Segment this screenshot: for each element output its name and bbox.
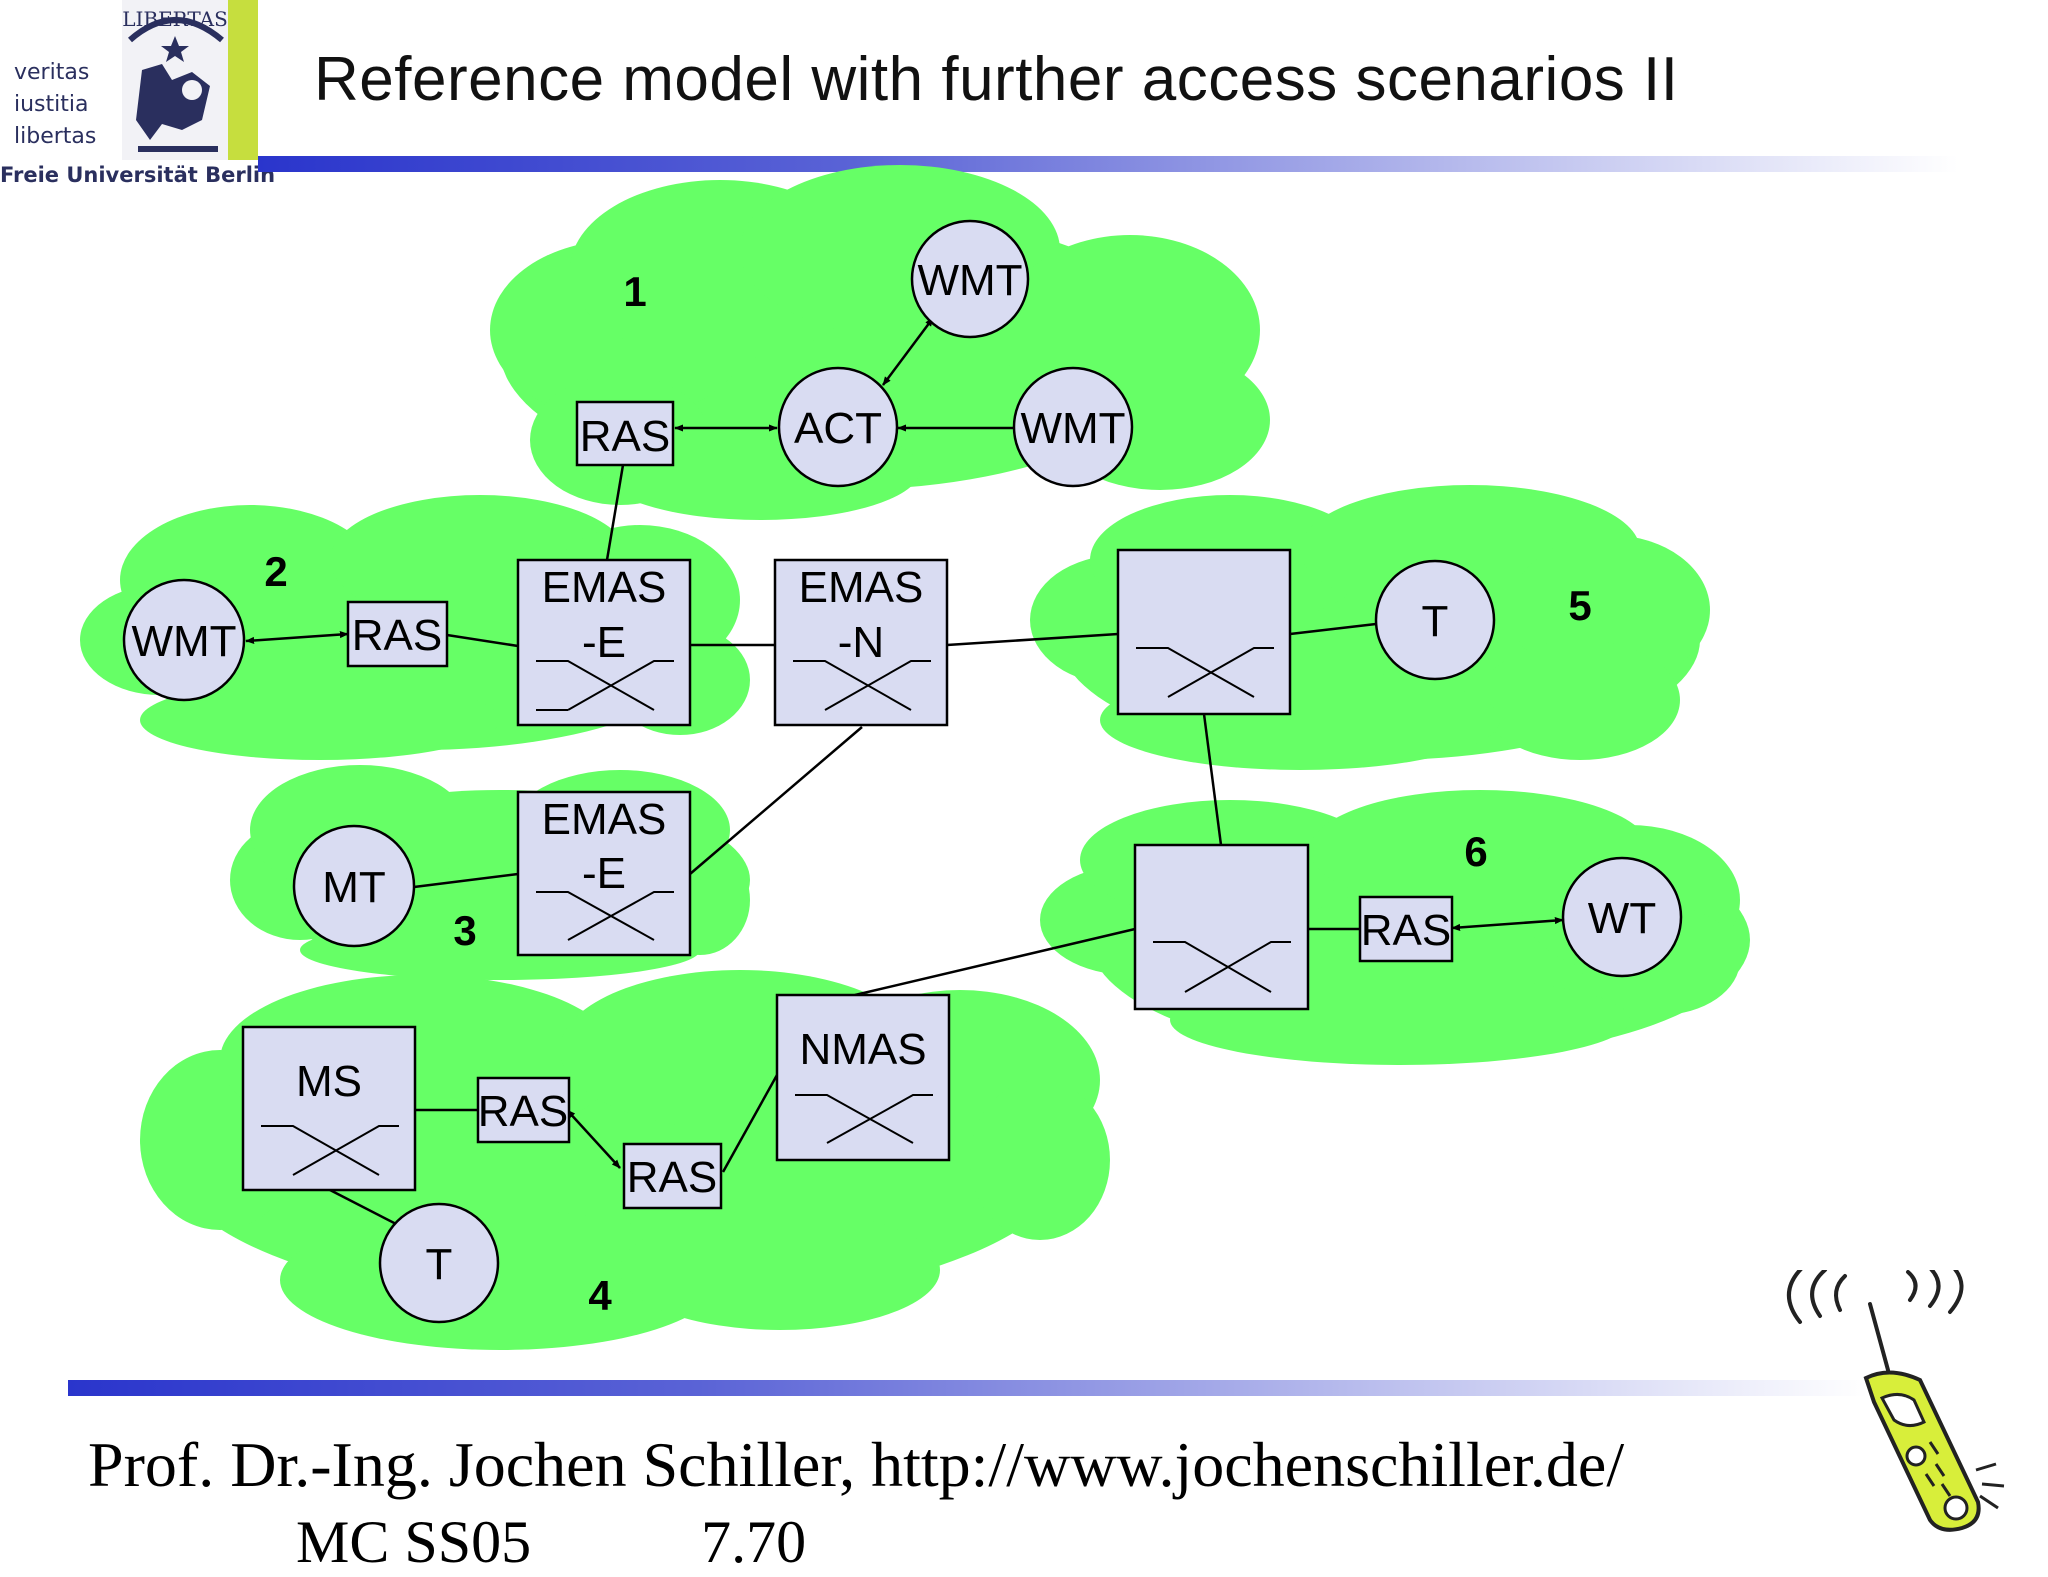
ras-label: RAS — [1361, 906, 1451, 955]
switch-label-top: EMAS — [542, 795, 667, 844]
switch-cross-icon — [1153, 941, 1291, 993]
scenario-number-4: 4 — [588, 1272, 612, 1319]
logo-green-bar — [228, 0, 258, 160]
link-sw5-sw6 — [1202, 713, 1223, 846]
link-wmt-ras2 — [245, 630, 349, 645]
ras-label: RAS — [627, 1153, 717, 1202]
switch-cross-icon — [795, 1094, 933, 1144]
footer-page-number: 7.70 — [701, 1509, 807, 1575]
scenario-numbers: 1 2 3 4 5 6 — [264, 268, 1591, 1319]
switch-label-top: NMAS — [799, 1025, 926, 1074]
switch-label-top: MS — [296, 1057, 362, 1106]
switches: EMAS -E EMAS -N EMAS -E MS NMAS — [241, 548, 1310, 1192]
top-rule — [258, 156, 1958, 172]
link-ras1-emas-e — [605, 464, 625, 561]
footer-course: MC SS05 — [296, 1509, 532, 1575]
footer-author: Prof. Dr.-Ing. Jochen Schiller, http://w… — [88, 1429, 1625, 1500]
switch-emas-e-2: EMAS -E — [516, 558, 692, 727]
logo-word-veritas: veritas — [14, 60, 90, 85]
reference-model-diagram: EMAS -E EMAS -N EMAS -E MS NMAS — [80, 165, 1750, 1350]
node-t-5: T — [1374, 559, 1496, 681]
switch-emas-n: EMAS -N — [773, 558, 949, 727]
node-label: WMT — [131, 617, 236, 666]
switch-nmas: NMAS — [775, 993, 951, 1162]
ras-box-4a: RAS — [476, 1076, 571, 1144]
node-mt: MT — [292, 824, 416, 948]
link-act-wmt-top — [881, 317, 935, 386]
scenario-number-5: 5 — [1568, 582, 1591, 629]
switch-emas-e-3: EMAS -E — [516, 790, 692, 957]
node-label: WMT — [1020, 404, 1125, 453]
node-label: T — [1422, 597, 1449, 646]
ras-label: RAS — [580, 412, 670, 461]
switch-label-bottom: -E — [582, 849, 626, 898]
ras-label: RAS — [478, 1087, 568, 1136]
slide-title: Reference model with further access scen… — [314, 45, 1679, 114]
ras-label: RAS — [352, 611, 442, 660]
switch-5 — [1116, 548, 1292, 716]
scenario-number-6: 6 — [1464, 828, 1487, 875]
ras-box-4b: RAS — [622, 1142, 723, 1210]
link-sw6-nmas — [854, 927, 1136, 997]
node-label: ACT — [794, 404, 882, 453]
logo-university-name: Freie Universität Berlin — [0, 163, 276, 187]
switch-label-bottom: -N — [838, 618, 884, 667]
node-label: WMT — [917, 256, 1022, 305]
ras-box-1: RAS — [575, 400, 675, 467]
seal-icon: LIBERTAS — [122, 0, 228, 160]
node-label: MT — [322, 863, 386, 912]
link-ms-t — [329, 1188, 401, 1228]
switch-label-top: EMAS — [542, 563, 667, 612]
mobile-phone-icon — [1786, 1270, 2005, 1532]
node-wmt-top: WMT — [910, 219, 1030, 339]
link-emas-n-emas-e3 — [689, 726, 863, 875]
switch-cross-icon — [793, 660, 931, 711]
link-ras4b-nmas — [721, 1074, 779, 1173]
connections — [245, 317, 1564, 1228]
ras-box-2: RAS — [346, 600, 449, 668]
scenario-number-3: 3 — [453, 907, 476, 954]
university-logo: veritas iustitia libertas LIBERTAS Freie… — [0, 0, 275, 190]
node-act: ACT — [777, 366, 899, 488]
switch-cross-icon — [1136, 647, 1274, 698]
terminals: WMT ACT WMT WMT MT T T WT — [122, 219, 1683, 1324]
link-emas-n-sw5 — [946, 632, 1119, 647]
logo-word-iustitia: iustitia — [14, 92, 89, 117]
node-label: T — [426, 1240, 453, 1289]
switch-cross-icon — [536, 660, 674, 711]
scenario-number-1: 1 — [623, 268, 646, 315]
link-sw5-t — [1289, 622, 1377, 636]
link-mt-emas-e3 — [413, 872, 519, 889]
switch-label-top: EMAS — [799, 563, 924, 612]
node-wt: WT — [1561, 856, 1683, 978]
node-wmt-right: WMT — [1012, 366, 1134, 488]
link-ras2-emas-e — [446, 633, 519, 648]
link-ras6-wt — [1451, 916, 1564, 932]
bottom-rule — [68, 1380, 1868, 1396]
switch-6 — [1133, 843, 1310, 1011]
node-wmt-2: WMT — [122, 578, 246, 702]
scenario-number-2: 2 — [264, 548, 287, 595]
ras-boxes: RAS RAS RAS RAS RAS — [346, 400, 1454, 1210]
logo-word-libertas: libertas — [14, 124, 97, 149]
seal-text: LIBERTAS — [122, 7, 228, 31]
node-t-4: T — [378, 1202, 500, 1324]
ras-box-6: RAS — [1358, 895, 1454, 963]
link-ras4a-ras4b — [566, 1109, 621, 1169]
node-label: WT — [1588, 894, 1656, 943]
footer-course-line: MC SS05 7.70 — [296, 1508, 806, 1577]
switch-label-bottom: -E — [582, 618, 626, 667]
switch-cross-icon — [261, 1125, 399, 1176]
switch-cross-icon — [536, 891, 674, 941]
switch-ms: MS — [241, 1025, 417, 1192]
